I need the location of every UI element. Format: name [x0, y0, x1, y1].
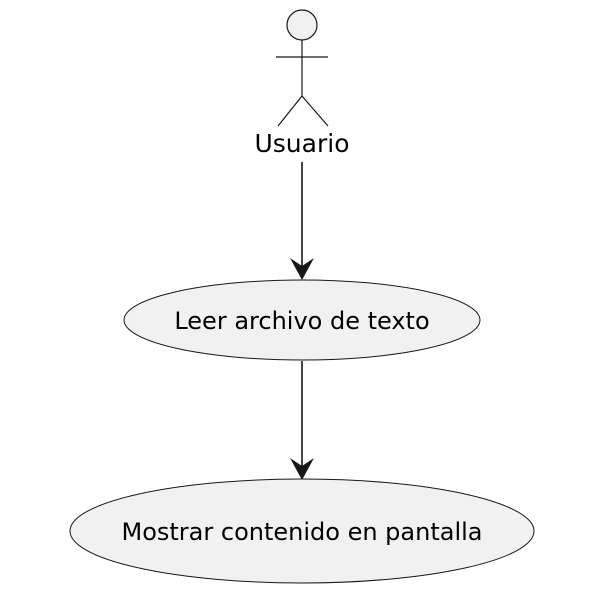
actor-label: Usuario	[254, 129, 349, 158]
usecase-ellipse	[123, 279, 481, 361]
arrow-read-to-show	[290, 361, 314, 480]
usecase-label: Mostrar contenido en pantalla	[122, 518, 483, 546]
usecase-label: Leer archivo de texto	[174, 307, 429, 335]
usecase-read-file: Leer archivo de texto	[123, 279, 481, 361]
arrowhead-icon	[290, 258, 314, 280]
stick-figure-icon	[276, 9, 329, 127]
usecase-ellipse	[69, 478, 535, 584]
usecase-show-content: Mostrar contenido en pantalla	[69, 478, 535, 584]
arrowhead-icon	[290, 458, 314, 480]
arrow-actor-to-read	[290, 162, 314, 280]
actor-usuario: Usuario	[254, 9, 350, 158]
